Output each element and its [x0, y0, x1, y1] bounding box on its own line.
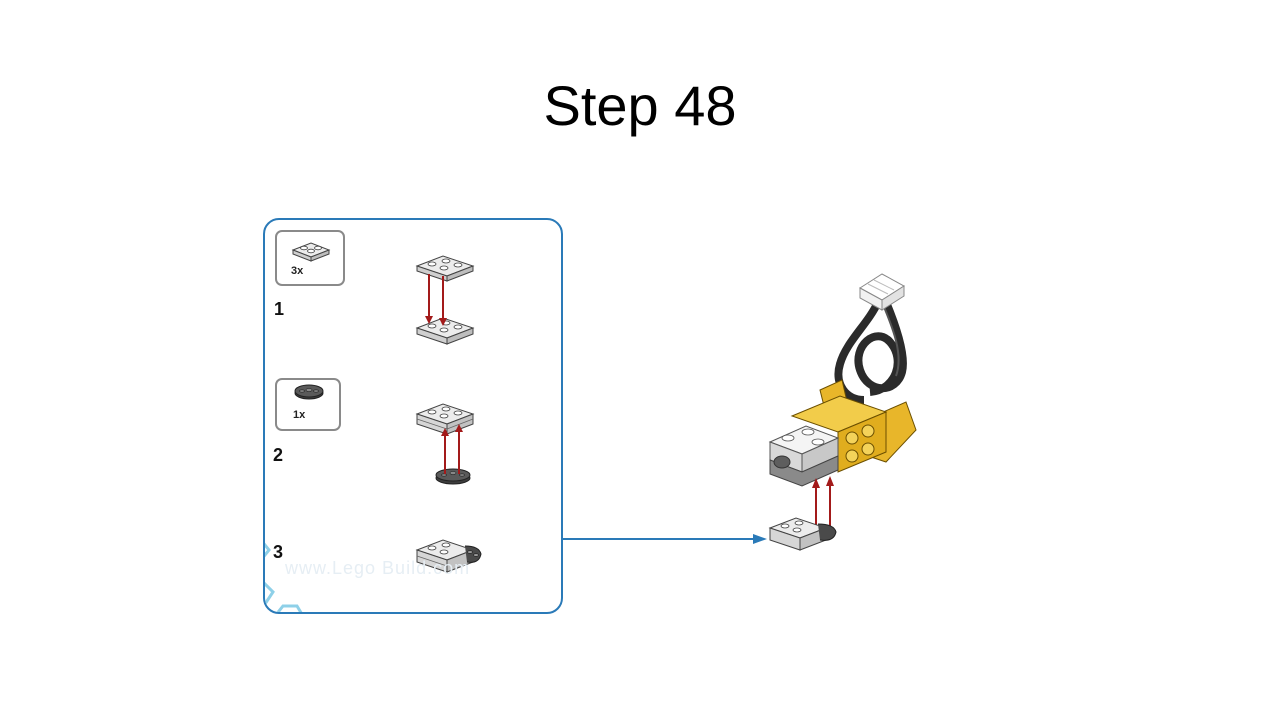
- placement-arrow-icon: [812, 476, 834, 528]
- step-3-illustration: [415, 539, 482, 573]
- step-1-illustration: [415, 255, 475, 345]
- main-model-illustration: [768, 273, 917, 551]
- placement-arrow-icon: [441, 424, 463, 474]
- parts-callout-step-1: 3x: [275, 230, 345, 286]
- slide-title: Step 48: [543, 74, 737, 137]
- step-number: 1: [274, 299, 285, 319]
- placement-arrow-icon: [425, 274, 447, 326]
- connector-cable-icon: [834, 273, 907, 404]
- plate-2x2-icon: [291, 242, 331, 262]
- watermark: www.Lego Build.com: [285, 558, 471, 578]
- parts-callout-step-2: 1x: [275, 378, 341, 431]
- round-plate-icon: [294, 384, 324, 400]
- step-number: 3: [273, 542, 284, 562]
- step-number: 2: [273, 445, 284, 465]
- part-quantity: 1x: [293, 409, 306, 421]
- step-2-illustration: [415, 403, 475, 485]
- part-quantity: 3x: [291, 265, 304, 277]
- motor-module-icon: [768, 379, 917, 487]
- sub-assembly-panel: 3x 1 1: [263, 218, 563, 614]
- connector-arrow-icon: [563, 534, 767, 544]
- decorative-corner-shape: [265, 542, 303, 612]
